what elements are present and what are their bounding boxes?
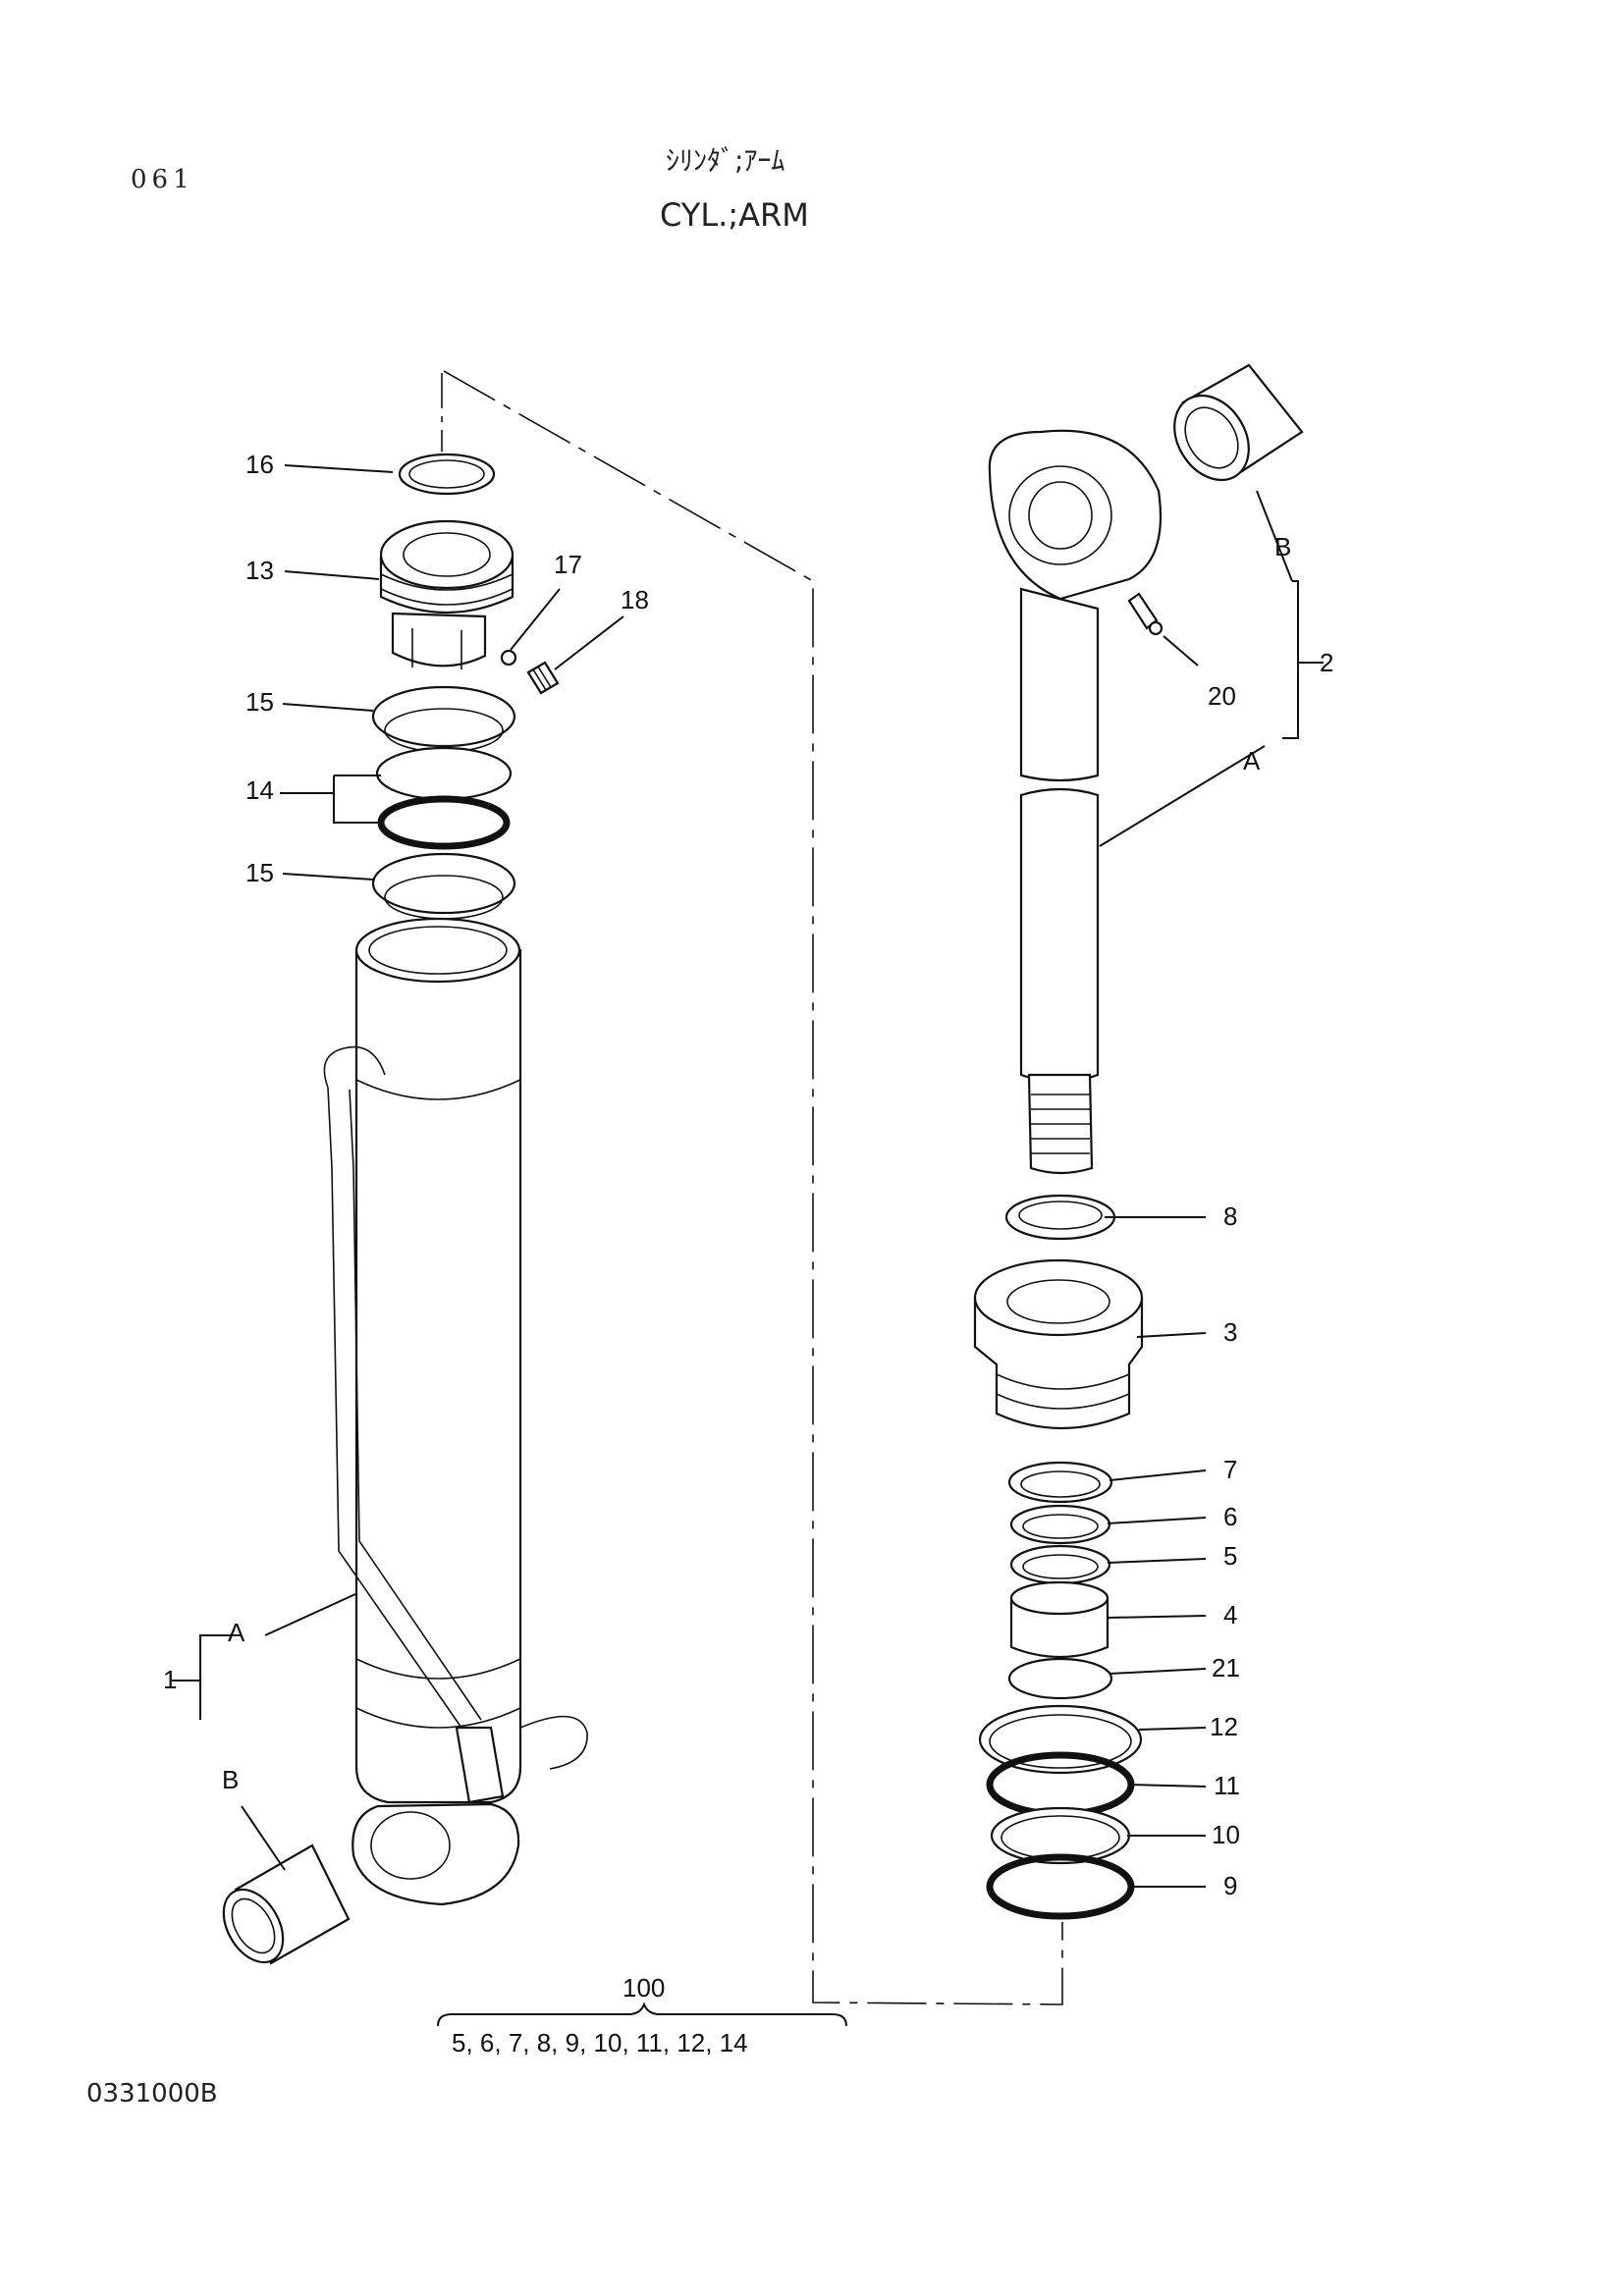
part-3-rod-cover: [973, 1258, 1144, 1430]
callout-14: 14: [245, 775, 274, 805]
callout-2: 2: [1320, 648, 1333, 677]
callout-a-right: A: [1243, 746, 1261, 775]
pin-bushing-right: [1173, 363, 1304, 482]
callout-15-upper: 15: [245, 687, 274, 717]
callout-labels: 16 13 17 18 15 14 15 1 A B B 2 20 A 8 3 …: [163, 450, 1333, 1900]
callout-15-lower: 15: [245, 858, 274, 887]
part-12-backup-ring: [978, 1704, 1143, 1775]
callout-3: 3: [1223, 1317, 1237, 1347]
part-6-ring: [1009, 1504, 1111, 1545]
drawing-code: 0331000B: [86, 2079, 218, 2109]
callout-b-left: B: [222, 1765, 239, 1794]
part-9-o-ring: [986, 1853, 1135, 1920]
leader-lines: [172, 464, 1324, 1888]
kit-bracket-100: 100 5, 6, 7, 8, 9, 10, 11, 12, 14: [437, 1973, 847, 2057]
part-5-ring: [1009, 1544, 1111, 1585]
callout-8: 8: [1223, 1201, 1237, 1231]
callout-a-left: A: [228, 1618, 245, 1647]
cylinder-tube: [323, 917, 588, 1906]
pin-bushing-left: [222, 1843, 351, 1965]
part-8-dust-seal: [1004, 1194, 1116, 1241]
callout-10: 10: [1212, 1820, 1240, 1849]
callout-18: 18: [621, 585, 649, 614]
callout-1: 1: [163, 1665, 177, 1694]
part-15-ring-upper: [371, 685, 516, 753]
kit-contents: 5, 6, 7, 8, 9, 10, 11, 12, 14: [452, 2028, 748, 2057]
part-16-o-ring: [398, 453, 496, 496]
title-japanese: ｼﾘﾝﾀﾞ;ｱｰﾑ: [666, 144, 785, 177]
part-4-bushing: [1009, 1580, 1109, 1659]
part-18-set-screw: [526, 661, 560, 695]
callout-16: 16: [245, 450, 274, 479]
part-15-ring-lower: [371, 852, 516, 920]
part-7-ring: [1007, 1461, 1113, 1504]
title-english: CYL.;ARM: [660, 196, 809, 234]
callout-17: 17: [554, 550, 582, 579]
part-20-grease-fitting: [1127, 592, 1163, 636]
page-number: 061: [131, 165, 194, 194]
callout-5: 5: [1223, 1541, 1237, 1571]
callout-11: 11: [1214, 1771, 1240, 1800]
part-17-steel-ball: [500, 649, 517, 667]
callout-4: 4: [1223, 1600, 1237, 1629]
part-14-seal-set: [375, 746, 513, 850]
callout-7: 7: [1223, 1455, 1237, 1484]
callout-13: 13: [245, 556, 274, 585]
kit-number: 100: [622, 1973, 665, 2002]
callout-6: 6: [1223, 1502, 1237, 1531]
part-21-snap-ring: [1007, 1657, 1113, 1700]
callout-21: 21: [1212, 1653, 1240, 1682]
assembly-axis-lines: [441, 370, 1063, 2005]
callout-9: 9: [1223, 1871, 1237, 1900]
callout-12: 12: [1210, 1712, 1238, 1741]
piston-rod: [988, 429, 1163, 1175]
callout-20: 20: [1208, 681, 1236, 711]
callout-b-right: B: [1274, 532, 1291, 561]
part-13-cylinder-head: [379, 519, 514, 669]
